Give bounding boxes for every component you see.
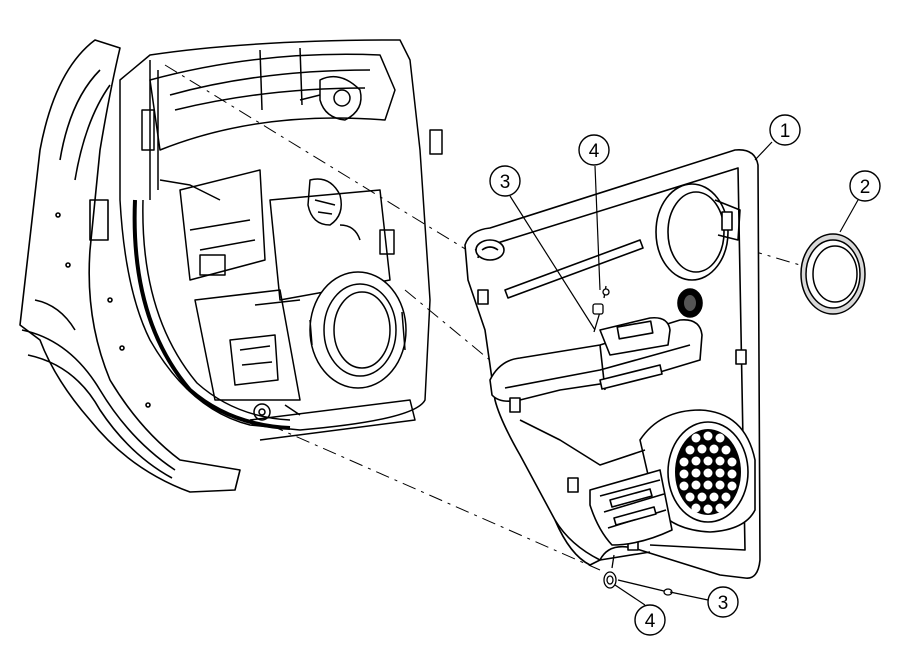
speaker-grille <box>667 421 749 523</box>
door-inner-frame <box>119 39 443 441</box>
vehicle-body <box>19 39 241 493</box>
callout-4-lower-label: 4 <box>645 611 656 632</box>
callout-3-upper: 3 <box>489 165 521 197</box>
callout-2: 2 <box>849 170 881 202</box>
inner-door-speaker <box>309 271 407 389</box>
callout-4-upper-label: 4 <box>589 141 600 162</box>
callout-2-label: 2 <box>860 177 871 198</box>
callout-3-lower-label: 3 <box>718 593 729 614</box>
callout-1-label: 1 <box>780 121 791 142</box>
callout-4-lower: 4 <box>634 604 666 636</box>
fasteners <box>592 285 673 596</box>
callout-1: 1 <box>769 114 801 146</box>
callout-3-lower: 3 <box>707 586 739 618</box>
callout-4-upper: 4 <box>578 134 610 166</box>
callout-3-upper-label: 3 <box>500 172 511 193</box>
part-2-speaker-bezel-ring <box>800 233 866 315</box>
callout-leaders <box>509 141 859 606</box>
